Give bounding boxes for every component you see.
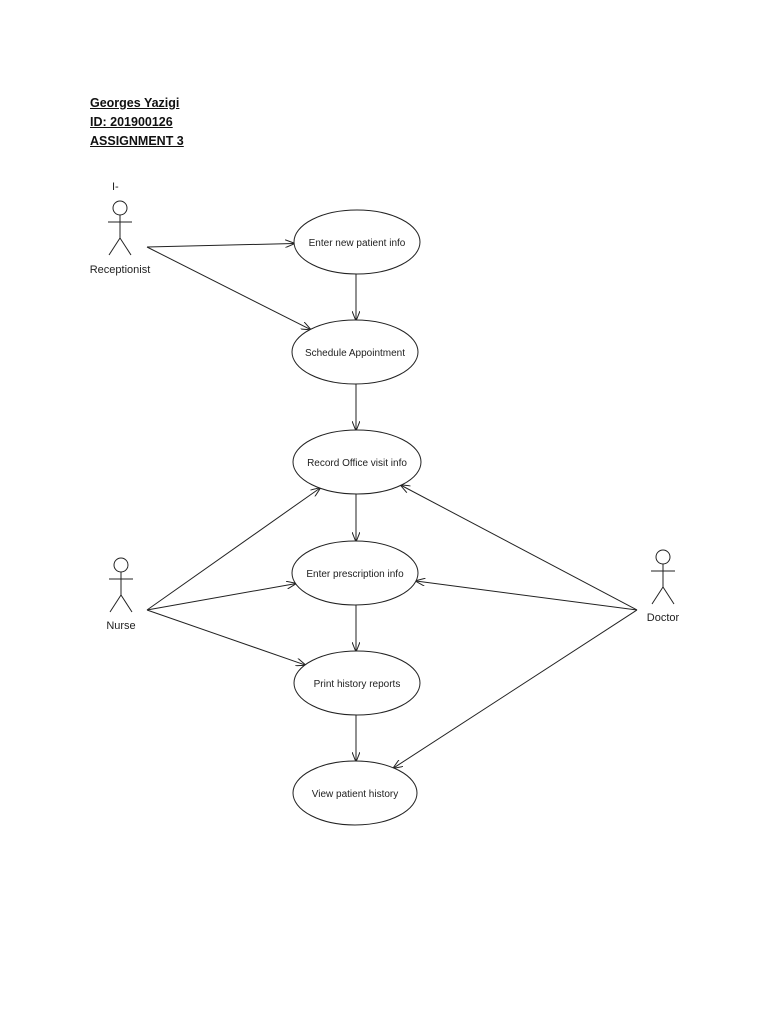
use-case-ellipse	[292, 429, 422, 495]
association-nurse-to-record-office-visit-info	[146, 488, 320, 611]
use-case-label: Schedule Appointment	[305, 348, 405, 359]
use-case-ellipse	[293, 650, 421, 716]
association-doctor-to-record-office-visit-info	[401, 485, 638, 611]
use-case-view-patient-history: View patient history	[292, 760, 418, 826]
use-case-schedule-appointment: Schedule Appointment	[291, 319, 419, 385]
use-case-print-history-reports: Print history reports	[293, 650, 421, 716]
use-case-enter-prescription-info: Enter prescription info	[291, 540, 419, 606]
association-nurse-to-enter-prescription-info	[146, 584, 296, 611]
actor-nurse: Nurse	[106, 557, 136, 632]
association-doctor-to-enter-prescription-info	[416, 581, 638, 611]
assignment-title: ASSIGNMENT 3	[90, 134, 184, 148]
connectors	[146, 243, 638, 768]
use-case-label: Enter prescription info	[306, 569, 404, 580]
actor-doctor: Doctor	[647, 549, 680, 624]
actor-label: Receptionist	[90, 264, 151, 276]
actor-label: Nurse	[106, 620, 135, 632]
use-case-ellipse	[292, 760, 418, 826]
stick-figure-icon	[109, 557, 133, 613]
stick-figure-icon	[108, 200, 132, 256]
association-nurse-to-print-history-reports	[146, 609, 305, 665]
actor-label: Doctor	[647, 612, 680, 624]
association-doctor-to-view-patient-history	[394, 609, 638, 768]
student-id: ID: 201900126	[90, 115, 173, 129]
use-case-record-office-visit-info: Record Office visit info	[292, 429, 422, 495]
use-case-ellipse	[291, 319, 419, 385]
use-case-ellipse	[293, 209, 421, 275]
use-case-enter-new-patient-info: Enter new patient info	[293, 209, 421, 275]
association-receptionist-to-schedule-appointment	[146, 246, 310, 329]
section-marker: I-	[112, 181, 119, 193]
actor-receptionist: Receptionist	[90, 200, 151, 276]
use-case-label: View patient history	[312, 789, 399, 800]
use-case-ellipse	[291, 540, 419, 606]
use-case-label: Record Office visit info	[307, 458, 407, 469]
document-header: Georges Yazigi ID: 201900126 ASSIGNMENT …	[90, 94, 184, 151]
use-case-label: Enter new patient info	[309, 238, 406, 249]
association-receptionist-to-enter-new-patient-info	[146, 243, 294, 247]
stick-figure-icon	[651, 549, 675, 605]
use-case-label: Print history reports	[314, 679, 401, 690]
author-name: Georges Yazigi	[90, 96, 180, 110]
